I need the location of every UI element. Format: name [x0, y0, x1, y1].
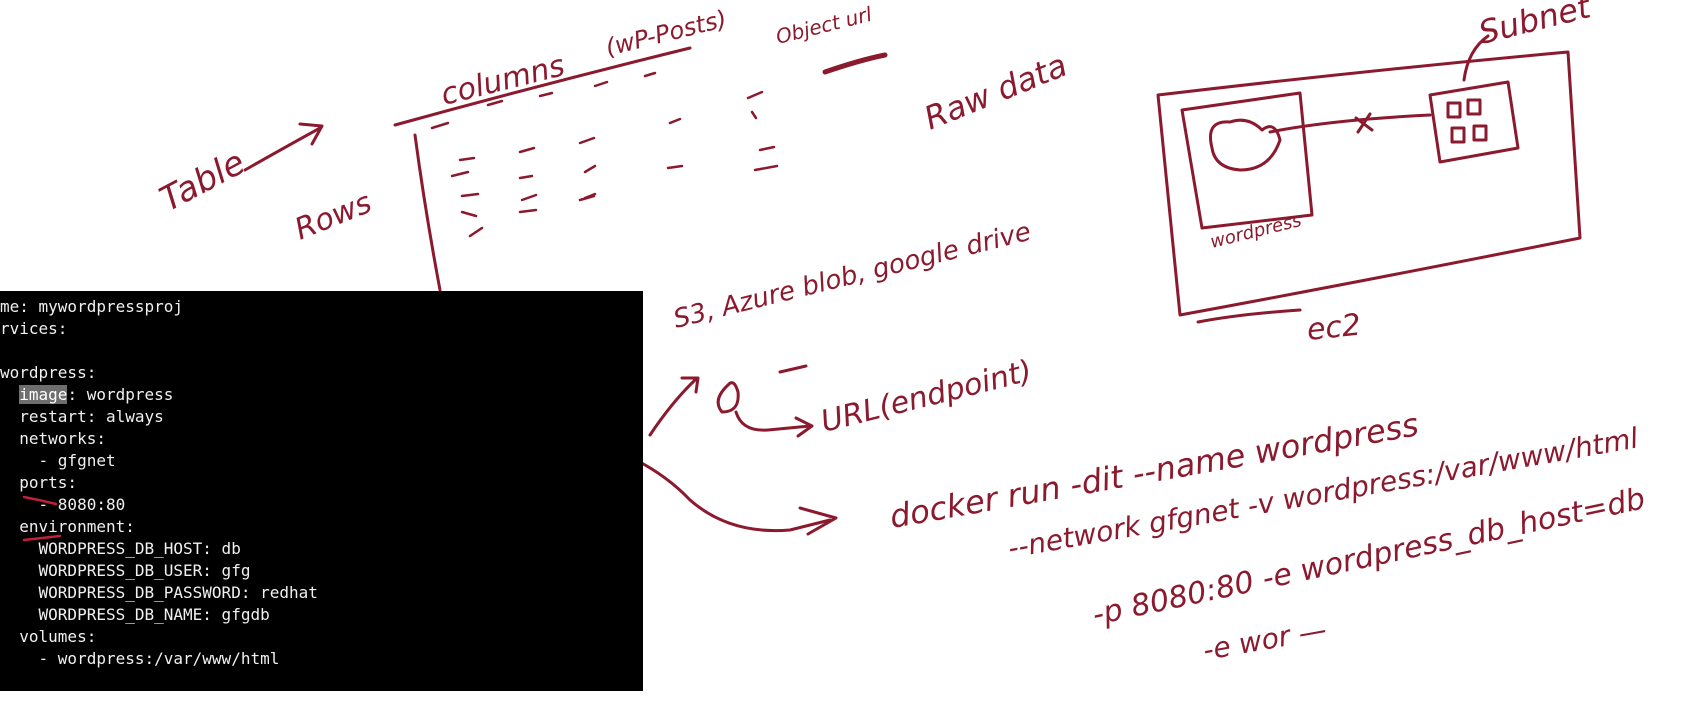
subnet-pointer	[1462, 34, 1490, 82]
terminal-line: image: wordpress	[19, 385, 174, 404]
label-url-endpoint: URL(endpoint)	[817, 354, 1035, 440]
table-arrow	[243, 126, 322, 172]
terminal-line: WORDPRESS_DB_USER: gfg	[0, 561, 251, 580]
label-table: Table	[153, 142, 251, 220]
label-subnet: Subnet	[1475, 0, 1596, 52]
table-sketch	[243, 46, 888, 292]
endpoint-arrow-head	[794, 416, 814, 438]
table-side-line	[413, 133, 442, 292]
subnet-square	[1472, 124, 1488, 142]
subnet-square	[1446, 101, 1462, 119]
terminal-line: - gfgnet	[0, 451, 116, 470]
table-arrow-head	[298, 122, 324, 146]
container-loop-icon	[1209, 118, 1282, 172]
terminal-window[interactable]: me: mywordpressproj rvices: wordpress: ima…	[0, 291, 643, 691]
table-cell-dashes	[430, 71, 779, 238]
terminal-line: - 8080:80	[0, 495, 126, 514]
subnet-square	[1466, 98, 1482, 116]
ec2-box	[1156, 50, 1582, 317]
label-raw-data: Raw data	[919, 46, 1073, 138]
terminal-line: me: mywordpressproj	[0, 297, 184, 316]
endpoint-dash	[778, 364, 808, 374]
label-columns: columns	[437, 48, 568, 112]
terminal-line: WORDPRESS_DB_HOST: db	[0, 539, 241, 558]
terminal-line	[0, 340, 318, 362]
compose-file-content: me: mywordpressproj rvices: wordpress: ima…	[0, 296, 318, 670]
storage-arrow-up-head	[680, 376, 700, 394]
terminal-line: - wordpress:/var/www/html	[0, 649, 280, 668]
selected-text-highlight: image	[19, 385, 68, 404]
ec2-underline	[1196, 308, 1302, 324]
cross-mark	[1354, 112, 1374, 134]
terminal-line: restart: always	[0, 407, 164, 426]
terminal-line: environment:	[0, 517, 135, 536]
storage-arrow-up	[648, 378, 697, 437]
subnet-square	[1450, 126, 1466, 144]
storage-arrows	[648, 364, 814, 438]
object-url-underline	[822, 52, 888, 75]
endpoint-arrow	[734, 410, 812, 432]
ec2-sketch	[1156, 34, 1582, 324]
terminal-line: volumes:	[0, 627, 97, 646]
label-rows: Rows	[290, 185, 377, 247]
terminal-line: WORDPRESS_DB_PASSWORD: redhat	[0, 583, 318, 602]
label-ec2: ec2	[1305, 307, 1362, 347]
host-to-subnet-link	[1268, 113, 1432, 134]
terminal-line: WORDPRESS_DB_NAME: gfgdb	[0, 605, 270, 624]
storage-circle	[716, 381, 740, 414]
label-storage: S3, Azure blob, google drive	[670, 217, 1034, 335]
host-box	[1180, 91, 1314, 230]
table-header-line	[393, 46, 692, 127]
terminal-line: networks:	[0, 429, 106, 448]
terminal-line: rvices:	[0, 319, 68, 338]
terminal-line: ports:	[0, 473, 78, 492]
label-object-url: Object url	[773, 2, 874, 49]
label-host: wordpress	[1208, 210, 1304, 253]
terminal-line: wordpress:	[0, 363, 97, 382]
curved-arrow-head	[798, 506, 838, 536]
label-docker-cmd-4: -e wor —	[1200, 613, 1329, 667]
subnet-box	[1428, 80, 1520, 164]
